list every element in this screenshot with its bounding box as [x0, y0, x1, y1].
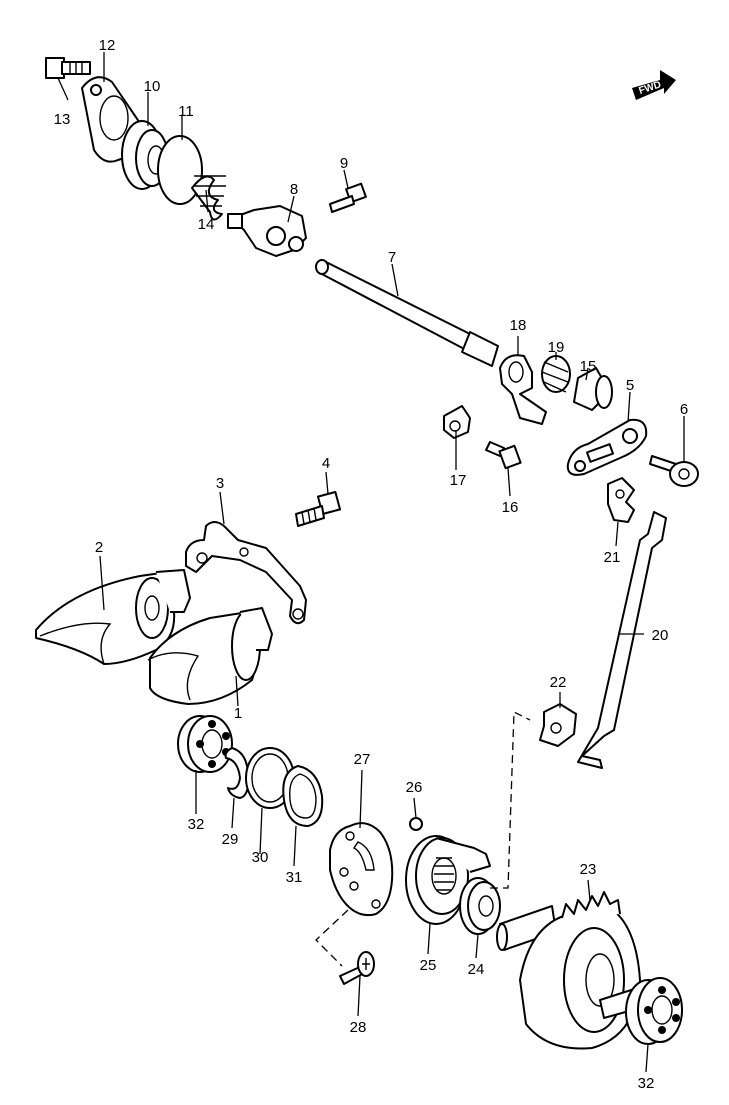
callout-21: 21 — [604, 549, 621, 566]
part-18-plate — [499, 354, 547, 425]
callout-4: 4 — [322, 455, 330, 472]
part-7-shaft — [315, 259, 499, 367]
callout-32-right: 32 — [638, 1075, 655, 1092]
callout-7: 7 — [388, 249, 396, 266]
callout-9: 9 — [340, 155, 348, 172]
part-32-bearing-left — [177, 715, 233, 773]
callout-3: 3 — [216, 475, 224, 492]
callout-26: 26 — [406, 779, 423, 796]
part-21-clip — [607, 477, 635, 523]
callout-22: 22 — [550, 674, 567, 691]
callout-6: 6 — [680, 401, 688, 418]
part-20-rod — [577, 511, 667, 769]
fwd-label: FWD — [638, 79, 663, 97]
callout-28: 28 — [350, 1019, 367, 1036]
callout-2: 2 — [95, 539, 103, 556]
part-26-ball — [409, 817, 423, 831]
part-5-lever — [566, 418, 648, 476]
assembly-lines — [315, 710, 531, 967]
callout-32-left: 32 — [188, 816, 205, 833]
part-32-bearing-right — [625, 977, 683, 1045]
callout-18: 18 — [510, 317, 527, 334]
callout-10: 10 — [144, 78, 161, 95]
callout-30: 30 — [252, 849, 269, 866]
leader-lines — [57, 52, 685, 1073]
part-27-plate — [329, 822, 394, 917]
callout-13: 13 — [54, 111, 71, 128]
callout-12: 12 — [99, 37, 116, 54]
part-11-o-ring — [157, 135, 203, 205]
callout-15: 15 — [580, 358, 597, 375]
callout-24: 24 — [468, 961, 485, 978]
part-14-spring — [191, 175, 226, 221]
part-24-washer — [459, 877, 501, 935]
callout-14: 14 — [198, 216, 215, 233]
callout-5: 5 — [626, 377, 634, 394]
part-17-washer — [443, 405, 471, 439]
part-29-circlip — [224, 747, 250, 799]
part-13-bolt — [45, 57, 91, 79]
part-8-lever — [227, 205, 307, 257]
callout-1: 1 — [234, 705, 242, 722]
forward-direction-arrow: FWD — [632, 70, 676, 100]
part-3-bracket — [185, 521, 307, 625]
part-4-bolt — [295, 490, 342, 527]
part-15-collar — [573, 367, 613, 411]
callout-27: 27 — [354, 751, 371, 768]
callout-23: 23 — [580, 861, 597, 878]
callout-11: 11 — [178, 103, 194, 120]
callout-25: 25 — [420, 957, 437, 974]
part-25-gear — [405, 835, 491, 925]
callout-20: 20 — [652, 627, 669, 644]
part-16-bolt — [485, 441, 522, 470]
callout-19: 19 — [548, 339, 565, 356]
callout-16: 16 — [502, 499, 519, 516]
callout-31: 31 — [286, 869, 303, 886]
part-1-exhaust-valve — [147, 607, 273, 705]
callout-29: 29 — [222, 831, 239, 848]
part-28-screw — [339, 951, 375, 985]
callout-17: 17 — [450, 472, 467, 489]
part-19-spring — [541, 355, 571, 393]
part-31-gasket — [282, 765, 324, 827]
part-6-bolt — [649, 455, 699, 487]
part-9-bolt — [329, 182, 367, 213]
part-22-clip — [539, 703, 577, 747]
part-2-exhaust-valve — [35, 569, 191, 665]
callout-labels: 12 10 11 13 14 9 8 7 18 19 15 5 6 17 16 … — [54, 37, 689, 1092]
callout-8: 8 — [290, 181, 298, 198]
